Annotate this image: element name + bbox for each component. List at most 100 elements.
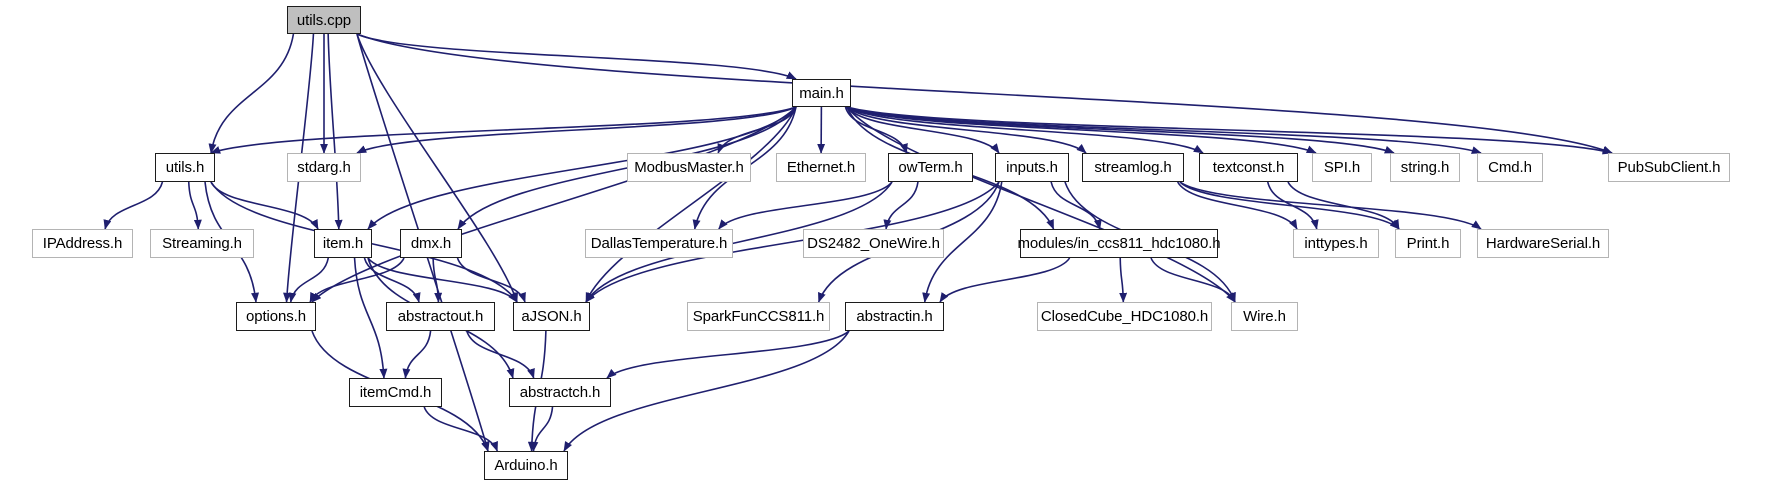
graph-node-print-h[interactable]: Print.h bbox=[1395, 229, 1461, 258]
graph-node-in-ccs811-hdc1080-h[interactable]: modules/in_ccs811_hdc1080.h bbox=[1017, 229, 1221, 258]
graph-edge-inputs-h-to-abstractin-h bbox=[922, 181, 1003, 303]
graph-node-label: options.h bbox=[246, 308, 306, 325]
graph-edge-streamlog-h-to-hardwareserial-h bbox=[1179, 181, 1482, 230]
graph-node-label: ClosedCube_HDC1080.h bbox=[1040, 308, 1209, 325]
graph-node-item-h[interactable]: item.h bbox=[314, 229, 372, 258]
graph-node-ajson-h[interactable]: aJSON.h bbox=[513, 302, 590, 331]
graph-node-pubsubclient-h[interactable]: PubSubClient.h bbox=[1608, 153, 1730, 182]
graph-node-inttypes-h[interactable]: inttypes.h bbox=[1293, 229, 1379, 258]
graph-edge-dmx-h-to-abstractout-h bbox=[432, 257, 443, 303]
graph-edge-owterm-h-to-dallastemperature-h bbox=[718, 181, 893, 230]
graph-node-abstractch-h[interactable]: abstractch.h bbox=[509, 378, 611, 407]
graph-edge-inputs-h-to-in-ccs811-hdc1080-h bbox=[1050, 181, 1102, 230]
graph-edge-main-h-to-item-h bbox=[367, 106, 797, 230]
graph-node-label: itemCmd.h bbox=[359, 384, 432, 401]
graph-node-streaming-h[interactable]: Streaming.h bbox=[150, 229, 254, 258]
graph-node-label: utils.cpp bbox=[296, 11, 352, 29]
graph-node-ethernet-h[interactable]: Ethernet.h bbox=[776, 153, 866, 182]
graph-edge-dmx-h-to-options-h bbox=[309, 257, 405, 303]
graph-node-label: streamlog.h bbox=[1094, 159, 1172, 176]
graph-edge-utils-cpp-to-main-h bbox=[356, 33, 797, 80]
graph-node-label: utils.h bbox=[165, 159, 205, 176]
graph-edge-main-h-to-utils-h bbox=[210, 106, 797, 154]
graph-node-abstractin-h[interactable]: abstractin.h bbox=[845, 302, 944, 331]
graph-node-label: dmx.h bbox=[410, 235, 452, 252]
graph-node-hardwareserial-h[interactable]: HardwareSerial.h bbox=[1477, 229, 1609, 258]
graph-node-label: Arduino.h bbox=[494, 457, 558, 474]
graph-node-label: modules/in_ccs811_hdc1080.h bbox=[1017, 235, 1221, 252]
graph-edge-inputs-h-to-ajson-h bbox=[585, 181, 1000, 303]
graph-node-arduino-h[interactable]: Arduino.h bbox=[484, 451, 568, 480]
graph-edge-abstractout-h-to-itemcmd-h bbox=[402, 330, 432, 379]
graph-node-label: Ethernet.h bbox=[786, 159, 856, 176]
graph-node-closedcube-hdc1080-h[interactable]: ClosedCube_HDC1080.h bbox=[1037, 302, 1212, 331]
graph-node-sparkfunccs811-h[interactable]: SparkFunCCS811.h bbox=[687, 302, 830, 331]
graph-node-owterm-h[interactable]: owTerm.h bbox=[888, 153, 973, 182]
graph-node-label: Print.h bbox=[1406, 235, 1450, 252]
graph-node-main-h[interactable]: main.h bbox=[792, 79, 851, 107]
graph-edge-abstractout-h-to-abstractch-h bbox=[466, 330, 535, 379]
graph-node-options-h[interactable]: options.h bbox=[236, 302, 316, 331]
graph-edge-utils-h-to-ipaddress-h bbox=[103, 181, 164, 230]
graph-node-stdarg-h[interactable]: stdarg.h bbox=[287, 153, 361, 182]
graph-edge-item-h-to-ajson-h bbox=[367, 257, 518, 303]
graph-node-string-h[interactable]: string.h bbox=[1390, 153, 1460, 182]
graph-node-label: owTerm.h bbox=[898, 159, 963, 176]
graph-edge-main-h-to-streamlog-h bbox=[846, 106, 1087, 154]
graph-node-label: inputs.h bbox=[1006, 159, 1058, 176]
graph-edge-main-h-to-wire-h bbox=[846, 106, 1236, 303]
graph-node-utils-h[interactable]: utils.h bbox=[155, 153, 215, 182]
graph-node-label: main.h bbox=[799, 84, 844, 102]
graph-edge-utils-cpp-to-item-h bbox=[327, 33, 343, 230]
graph-edge-in-ccs811-hdc1080-h-to-abstractin-h bbox=[939, 257, 1071, 303]
graph-edge-main-h-to-spi-h bbox=[846, 106, 1317, 154]
graph-node-ds2482-onewire-h[interactable]: DS2482_OneWire.h bbox=[803, 229, 944, 258]
graph-node-spi-h[interactable]: SPI.h bbox=[1312, 153, 1372, 182]
graph-edge-in-ccs811-hdc1080-h-to-wire-h bbox=[1150, 257, 1236, 303]
graph-edge-streamlog-h-to-print-h bbox=[1179, 181, 1400, 230]
graph-node-label: inttypes.h bbox=[1304, 235, 1368, 252]
graph-edge-main-h-to-cmd-h bbox=[846, 106, 1482, 154]
graph-node-label: HardwareSerial.h bbox=[1485, 235, 1601, 252]
graph-edge-in-ccs811-hdc1080-h-to-closedcube-hdc1080-h bbox=[1119, 257, 1128, 303]
graph-node-utils-cpp[interactable]: utils.cpp bbox=[287, 6, 361, 34]
graph-edge-main-h-to-pubsubclient-h bbox=[846, 106, 1613, 155]
graph-edge-main-h-to-ajson-h bbox=[585, 106, 797, 303]
graph-node-label: IPAddress.h bbox=[42, 235, 123, 252]
graph-node-ipaddress-h[interactable]: IPAddress.h bbox=[32, 229, 133, 258]
graph-node-label: Cmd.h bbox=[1488, 159, 1532, 176]
graph-edge-textconst-h-to-inttypes-h bbox=[1266, 181, 1319, 230]
graph-node-itemcmd-h[interactable]: itemCmd.h bbox=[349, 378, 442, 407]
graph-edge-main-h-to-inputs-h bbox=[846, 106, 1000, 154]
graph-node-label: SparkFunCCS811.h bbox=[692, 308, 825, 325]
graph-node-abstractout-h[interactable]: abstractout.h bbox=[386, 302, 495, 331]
graph-node-inputs-h[interactable]: inputs.h bbox=[995, 153, 1069, 182]
graph-edge-abstractch-h-to-arduino-h bbox=[530, 406, 554, 452]
graph-node-wire-h[interactable]: Wire.h bbox=[1231, 302, 1298, 331]
graph-node-label: abstractch.h bbox=[519, 384, 601, 401]
graph-edge-dmx-h-to-ajson-h bbox=[456, 257, 526, 303]
graph-edge-utils-cpp-to-pubsubclient-h bbox=[356, 33, 1613, 154]
graph-edge-item-h-to-options-h bbox=[288, 257, 330, 303]
graph-edge-utils-h-to-streaming-h bbox=[187, 181, 202, 230]
graph-node-label: stdarg.h bbox=[297, 159, 351, 176]
graph-node-dallastemperature-h[interactable]: DallasTemperature.h bbox=[585, 229, 733, 258]
graph-edge-main-h-to-options-h bbox=[311, 106, 797, 303]
graph-edge-textconst-h-to-print-h bbox=[1287, 181, 1400, 230]
graph-node-label: DS2482_OneWire.h bbox=[807, 235, 940, 252]
graph-node-modbusmaster-h[interactable]: ModbusMaster.h bbox=[627, 153, 751, 182]
graph-edge-item-h-to-itemcmd-h bbox=[353, 257, 388, 379]
graph-node-streamlog-h[interactable]: streamlog.h bbox=[1082, 153, 1184, 182]
graph-edge-main-h-to-string-h bbox=[846, 106, 1395, 154]
graph-edge-utils-h-to-item-h bbox=[210, 181, 319, 230]
graph-node-label: PubSubClient.h bbox=[1617, 159, 1721, 176]
graph-node-label: item.h bbox=[322, 235, 364, 252]
graph-node-cmd-h[interactable]: Cmd.h bbox=[1477, 153, 1543, 182]
graph-edge-abstractin-h-to-abstractch-h bbox=[606, 330, 850, 379]
graph-node-textconst-h[interactable]: textconst.h bbox=[1199, 153, 1298, 182]
graph-edge-itemcmd-h-to-arduino-h bbox=[423, 406, 499, 452]
graph-node-dmx-h[interactable]: dmx.h bbox=[400, 229, 462, 258]
graph-node-label: abstractout.h bbox=[397, 308, 484, 325]
graph-edge-streamlog-h-to-inttypes-h bbox=[1176, 181, 1298, 230]
graph-node-label: SPI.h bbox=[1323, 159, 1361, 176]
